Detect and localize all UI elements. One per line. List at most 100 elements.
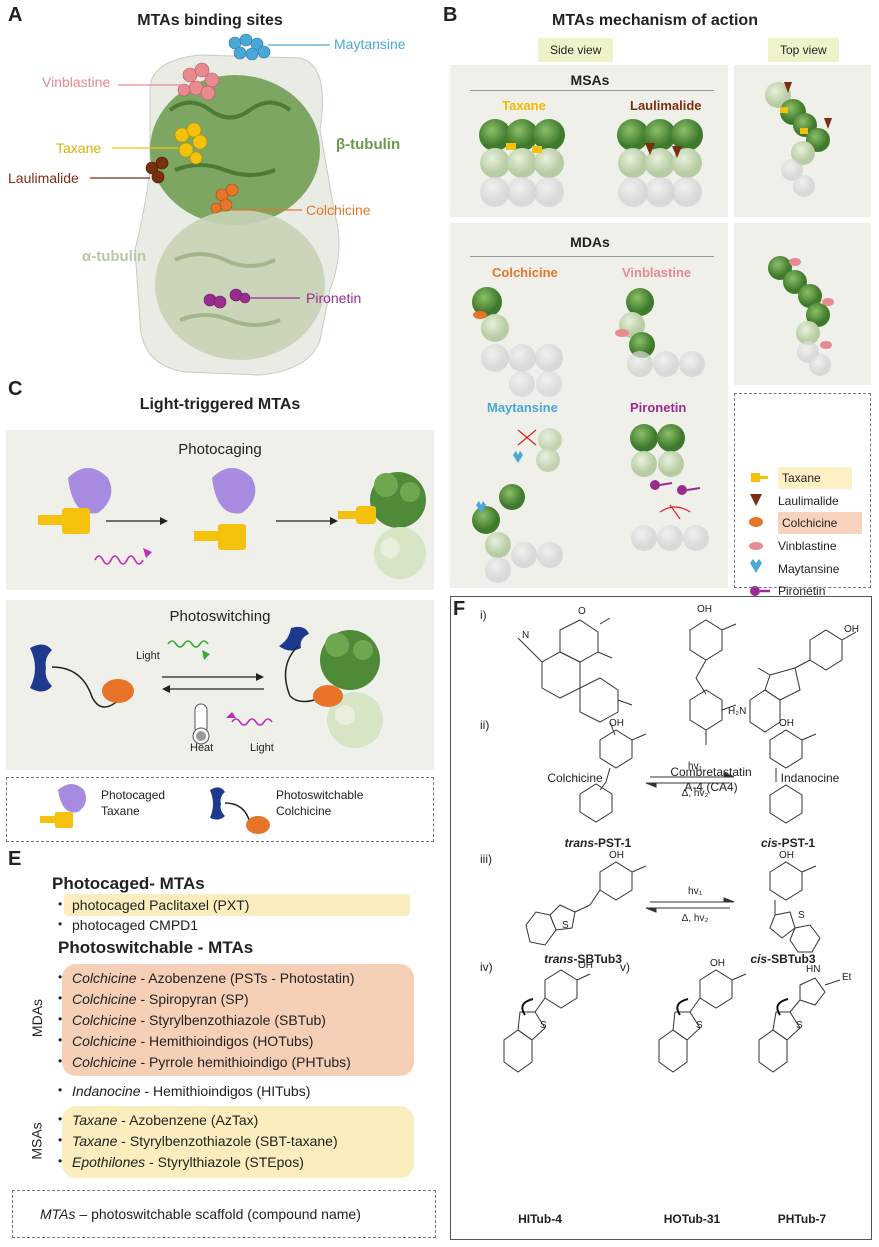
e-footer-box <box>12 1190 436 1238</box>
name-cis-sbtub3: cis-SBTub3 <box>750 952 816 966</box>
bullet: • <box>58 970 63 984</box>
bullet: • <box>58 1012 63 1026</box>
atom-nh2-indanocine: H₂N <box>728 706 747 717</box>
photocaged-hl <box>64 894 410 916</box>
atom-et-phtub: Et <box>842 972 852 983</box>
label-vinblastine: Vinblastine <box>42 74 111 90</box>
hv1-label-1: hv₁ <box>688 761 702 772</box>
label-alpha-tubulin: α-tubulin <box>82 248 147 265</box>
b-vinblastine-label: Vinblastine <box>622 265 692 280</box>
panel-b-letter: B <box>443 4 458 26</box>
b-taxane-label: Taxane <box>502 98 546 113</box>
photoswitchable-heading: Photoswitchable - MTAs <box>58 938 254 957</box>
label-taxane: Taxane <box>56 140 102 156</box>
atom-oh-sb-cis: OH <box>779 850 794 861</box>
atom-s-hitub: S <box>540 1020 547 1031</box>
atom-s-hotub: S <box>696 1020 703 1031</box>
bullet: • <box>58 1083 63 1097</box>
hv1-label-2: hv₁ <box>688 886 702 897</box>
panel-b-title: MTAs mechanism of action <box>552 12 758 29</box>
legend-photocaged-2: Taxane <box>101 804 140 818</box>
legend-photocaged-1: Photocaged <box>101 788 166 802</box>
legend-taxane: Taxane <box>778 467 852 489</box>
mda-item-1: Colchicine - Azobenzene (PSTs - Photosta… <box>72 970 355 986</box>
bullet: • <box>58 991 63 1005</box>
heat-label: Heat <box>190 742 214 754</box>
bullet: • <box>58 1154 63 1168</box>
name-ca4-line2: A-4 (CA4) <box>684 780 738 794</box>
atom-oh-pst-trans: OH <box>609 718 624 729</box>
atom-oh-hotub: OH <box>710 958 725 969</box>
b-maytansine-label: Maytansine <box>487 400 558 415</box>
panel-f-box <box>450 596 872 1240</box>
panel-f-letter: F <box>453 598 466 620</box>
label-colchicine: Colchicine <box>306 202 371 218</box>
atom-n-colchicine: N <box>522 630 530 641</box>
mda-item-3: Colchicine - Styrylbenzothiazole (SBTub) <box>72 1012 326 1028</box>
delta-hv2-label-2: Δ, hv₂ <box>681 913 709 924</box>
atom-oh-ca4: OH <box>697 604 712 615</box>
legend-maytansine: Maytansine <box>778 562 840 576</box>
roman-ii: ii) <box>480 718 490 732</box>
msa-box <box>62 1106 414 1178</box>
mdas-header: MDAs <box>570 234 610 250</box>
mda-item-2: Colchicine - Spiropyran (SP) <box>72 991 249 1007</box>
photocaged-item-2: photocaged CMPD1 <box>72 917 199 933</box>
panel-e-letter: E <box>8 848 22 870</box>
photocaging-title: Photocaging <box>178 441 262 458</box>
roman-i: i) <box>480 608 487 622</box>
bullet: • <box>58 1054 63 1068</box>
name-phtub7: PHTub-7 <box>777 1212 827 1226</box>
delta-hv2-label-1: Δ, hv₂ <box>681 788 709 799</box>
top-view-chip: Top view <box>768 38 839 62</box>
photocaged-item-1: photocaged Paclitaxel (PXT) <box>72 897 250 913</box>
msas-rule <box>470 90 714 91</box>
b-pironetin-label: Pironetin <box>630 400 687 415</box>
panel-c-title: Light-triggered MTAs <box>139 396 301 413</box>
msa-item-1: Taxane - Azobenzene (AzTax) <box>72 1112 259 1128</box>
mda-item-4: Colchicine - Hemithioindigos (HOTubs) <box>72 1033 314 1049</box>
e-footer-text: MTAs – photoswitchable scaffold (compoun… <box>40 1206 361 1222</box>
label-beta-tubulin: β-tubulin <box>336 136 401 153</box>
name-hotub31: HOTub-31 <box>663 1212 721 1226</box>
atom-o-colchicine: O <box>578 606 586 617</box>
roman-iii: iii) <box>480 852 492 866</box>
side-view-chip: Side view <box>538 38 614 62</box>
bullet: • <box>58 1033 63 1047</box>
name-colchicine: Colchicine <box>547 771 603 785</box>
name-trans-sbtub3: trans-SBTub3 <box>544 952 622 966</box>
name-indanocine: Indanocine <box>780 771 840 785</box>
roman-v: v) <box>620 960 630 974</box>
legend-colchicine: Colchicine <box>778 512 862 534</box>
msa-item-3: Epothilones - Styrylthiazole (STEpos) <box>72 1154 304 1170</box>
atom-s-sb-trans: S <box>562 920 569 931</box>
mda-item-5: Colchicine - Pyrrole hemithioindigo (PHT… <box>72 1054 351 1070</box>
b-legend-box <box>734 393 871 588</box>
b-laulimalide-label: Laulimalide <box>630 98 702 113</box>
name-ca4-line1: Combretastatin <box>670 765 752 779</box>
bullet: • <box>58 1133 63 1147</box>
photocaged-heading: Photocaged- MTAs <box>52 874 205 893</box>
atom-oh-sb-trans: OH <box>609 850 624 861</box>
label-laulimalide: Laulimalide <box>8 170 79 186</box>
atom-s-phtub: S <box>796 1020 803 1031</box>
bullet: • <box>58 1112 63 1126</box>
roman-iv: iv) <box>480 960 493 974</box>
bullet: • <box>58 917 63 931</box>
photoswitching-title: Photoswitching <box>169 608 271 625</box>
panel-a-title: MTAs binding sites <box>137 12 283 29</box>
light-bottom-label: Light <box>250 742 274 754</box>
atom-oh-hitub: OH <box>578 960 593 971</box>
name-trans-pst1: trans-PST-1 <box>564 836 632 850</box>
legend-photoswitch-1: Photoswitchable <box>276 788 364 802</box>
mda-box <box>62 964 414 1076</box>
name-hitub4: HITub-4 <box>518 1212 562 1226</box>
msa-item-2: Taxane - Styrylbenzothiazole (SBT-taxane… <box>72 1133 338 1149</box>
atom-oh-indanocine: OH <box>844 624 859 635</box>
